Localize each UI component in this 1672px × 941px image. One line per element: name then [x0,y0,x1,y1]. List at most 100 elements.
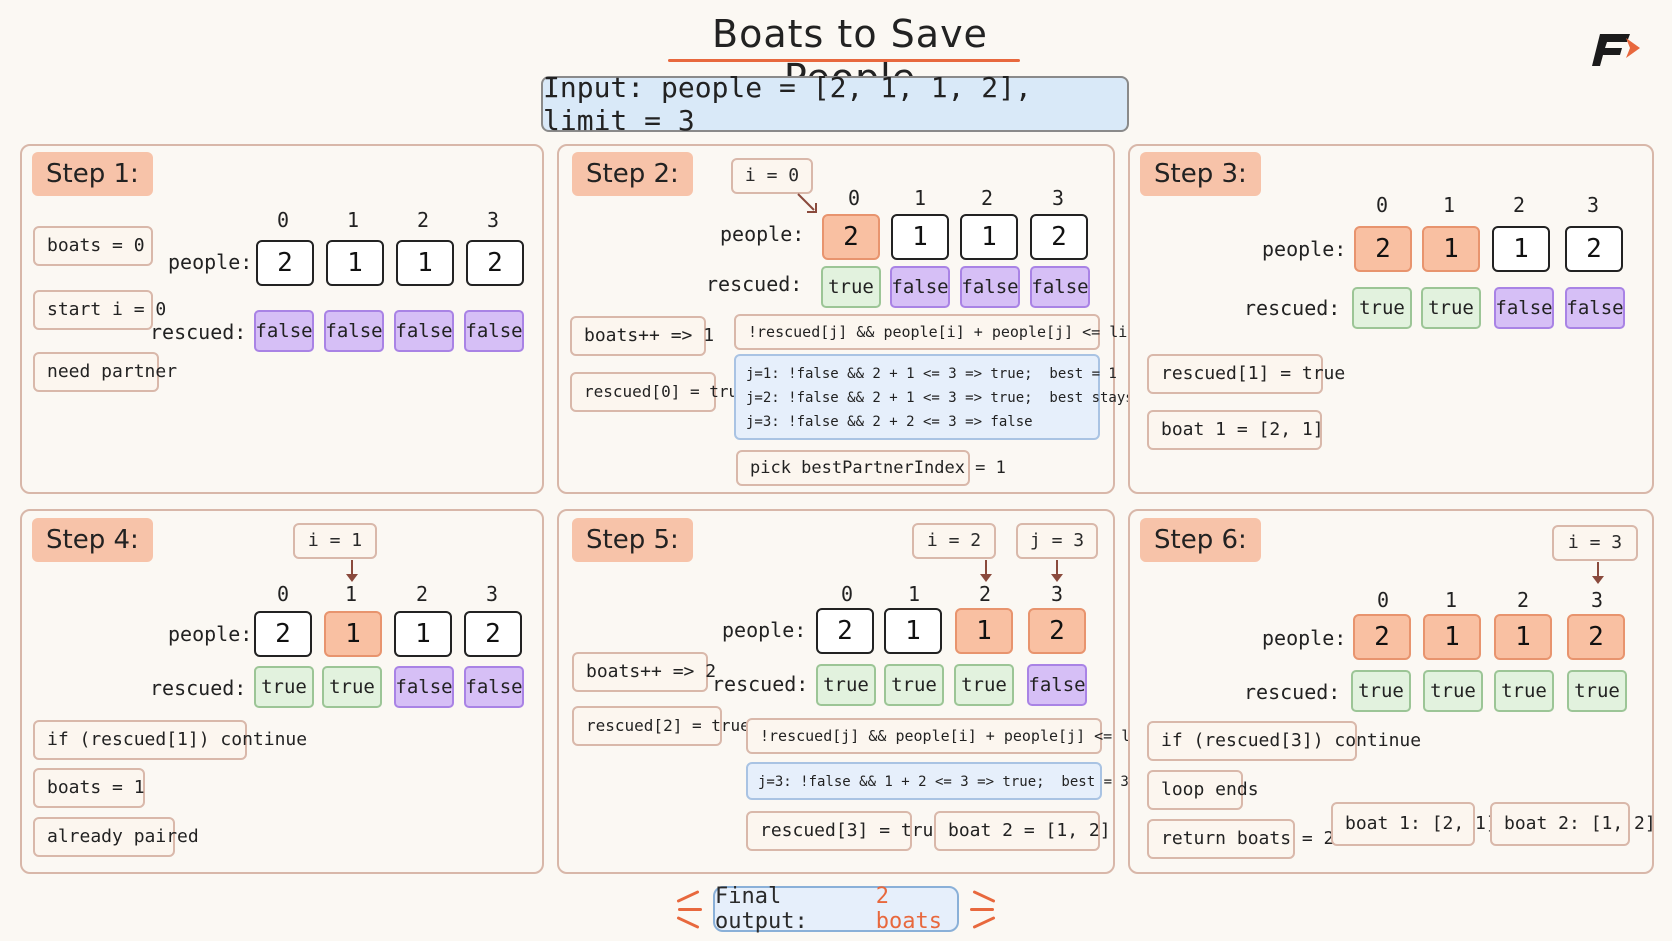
people-label: people: [168,250,253,274]
people-cell: 2 [466,240,524,286]
pointer-i: i = 1 [293,523,377,559]
index-label: 3 [1051,186,1065,210]
people-cell-current: 2 [822,214,880,260]
rescued-cell: true [254,666,314,708]
spark-decoration [676,890,700,903]
step-5-label: Step 5: [572,518,693,562]
rescued-cell: true [1494,670,1554,712]
people-cell: 1 [394,611,452,657]
rescued-cell: true [954,664,1014,706]
rescued-cell: false [394,310,454,352]
index-label: 2 [416,208,430,232]
rescued-cell: false [1565,287,1625,329]
note-boats-init: boats = 0 [33,226,153,266]
pointer-arrow-icon [980,560,992,582]
note-rescued-0: rescued[0] = true [570,372,748,412]
rescued-label: rescued: [1244,296,1341,320]
index-label: 0 [276,582,290,606]
people-label: people: [1262,626,1347,650]
note-boats-count: boats = 1 [33,768,145,808]
people-label: people: [720,222,805,246]
partner-condition: !rescued[j] && people[i] + people[j] <= … [746,718,1166,754]
rescued-cell: true [1423,670,1483,712]
final-output-label: Final output: [715,884,808,934]
rescued-cell: false [394,666,454,708]
rescued-cell: true [322,666,382,708]
rescued-label: rescued: [706,272,803,296]
index-label: 1 [346,208,360,232]
rescued-cell: false [254,310,314,352]
pointer-arrow-icon [346,560,358,582]
people-cell-current: 1 [324,611,382,657]
rescued-cell: false [960,266,1020,308]
people-cell: 2 [256,240,314,286]
final-output: Final output: 2 boats [713,884,959,934]
partner-condition: !rescued[j] && people[i] + people[j] <= … [734,314,1154,350]
index-label: 3 [485,582,499,606]
note-boats-increment: boats++ => 2 [572,652,716,692]
people-cell: 2 [254,611,312,657]
step-3-label: Step 3: [1140,152,1261,196]
note-boat-1: boat 1 = [2, 1] [1147,410,1324,450]
note-pick-partner: pick bestPartnerIndex = 1 [736,450,1006,486]
rescued-cell: true [1421,287,1481,329]
pointer-i: i = 0 [731,158,813,194]
people-label: people: [168,622,253,646]
people-cell-partner: 2 [1028,608,1086,654]
people-cell: 1 [884,608,942,654]
boat-2-summary: boat 2: [1, 2] [1490,802,1656,846]
people-cell: 1 [891,214,949,260]
people-cell: 1 [1423,614,1481,660]
index-label: 1 [1442,193,1456,217]
note-continue: if (rescued[1]) continue [33,720,307,760]
rescued-cell: false [1027,664,1087,706]
rescued-cell: false [324,310,384,352]
index-label: 3 [1586,193,1600,217]
index-label: 0 [1376,588,1390,612]
rescued-cell: true [821,266,881,308]
boat-1-summary: boat 1: [2, 1] [1331,802,1497,846]
index-label: 1 [344,582,358,606]
index-label: 2 [1516,588,1530,612]
spark-decoration [972,916,996,929]
rescued-cell: false [464,310,524,352]
people-cell: 2 [1030,214,1088,260]
pointer-i: i = 2 [912,523,996,559]
index-label: 1 [1444,588,1458,612]
step-2-label: Step 2: [572,152,693,196]
spark-decoration [972,890,996,903]
rescued-cell: true [816,664,876,706]
people-cell: 1 [960,214,1018,260]
spark-decoration [970,908,994,911]
people-cell: 1 [1494,614,1552,660]
rescued-cell: false [890,266,950,308]
note-rescued-3: rescued[3] = true [746,811,944,851]
rescued-cell: true [1567,670,1627,712]
rescued-cell: false [1030,266,1090,308]
spark-decoration [678,908,702,911]
rescued-cell: false [1494,287,1554,329]
rescued-cell: true [884,664,944,706]
people-cell: 2 [1353,614,1411,660]
people-cell-current: 2 [1567,614,1625,660]
people-cell: 1 [326,240,384,286]
rescued-label: rescued: [1244,680,1341,704]
note-return-boats: return boats = 2 [1147,819,1334,859]
partner-search-trace: j=3: !false && 1 + 2 <= 3 => true; best … [746,762,1129,800]
index-label: 2 [415,582,429,606]
people-label: people: [722,618,807,642]
note-loop-ends: loop ends [1147,770,1259,810]
spark-decoration [676,916,700,929]
note-start-i: start i = 0 [33,290,166,330]
people-label: people: [1262,237,1347,261]
index-label: 3 [1050,582,1064,606]
index-label: 0 [847,186,861,210]
people-cell-current: 2 [1354,226,1412,272]
rescued-cell: false [464,666,524,708]
note-continue: if (rescued[3]) continue [1147,721,1421,761]
index-label: 2 [978,582,992,606]
step-4-label: Step 4: [32,518,153,562]
rescued-label: rescued: [150,676,247,700]
people-cell-current: 1 [955,608,1013,654]
rescued-label: rescued: [712,672,809,696]
